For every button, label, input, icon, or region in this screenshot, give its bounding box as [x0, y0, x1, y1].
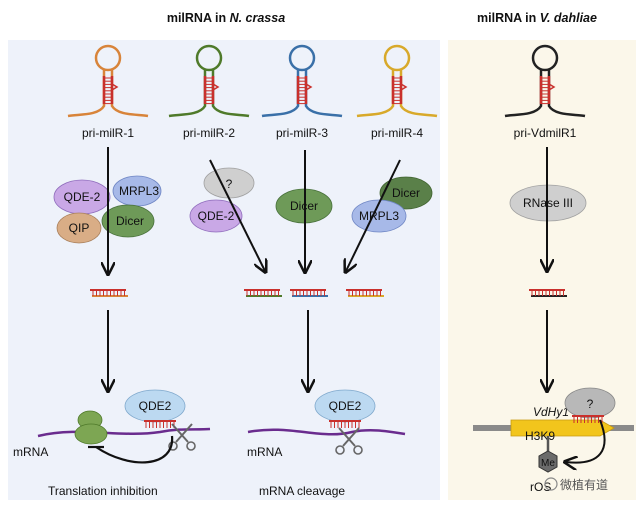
scissor-handle	[353, 445, 363, 455]
dicer-protein	[101, 204, 155, 238]
mrpl3-label: MRPL3	[359, 209, 399, 223]
mrna-label: mRNA	[247, 445, 282, 459]
scissors-icon	[335, 427, 363, 455]
scissor-handle	[335, 445, 345, 455]
qip-label: QIP	[69, 221, 90, 235]
guide-rna	[572, 415, 604, 423]
guide-rna	[144, 420, 176, 428]
mrna-strand	[247, 428, 406, 436]
pri-milr-3-hairpin	[261, 44, 343, 118]
qde-2-label: QDE-2	[198, 209, 235, 223]
hairpin-loop	[288, 44, 316, 72]
qde2-label: QDE2	[139, 399, 172, 413]
hairpin-left-arm	[356, 70, 395, 118]
vdhy1-label: VdHy1	[533, 405, 569, 419]
bulge	[111, 83, 119, 91]
ribosome-large-subunit	[74, 423, 108, 445]
hairpin-loop	[383, 44, 411, 72]
hairpin-loop	[531, 44, 559, 72]
arrow-pri-milr-2-processing	[209, 159, 265, 271]
dicer-label: Dicer	[116, 214, 144, 228]
hairpin-left-arm	[261, 70, 300, 118]
inhibition-arrow	[95, 435, 174, 464]
hairpin-right-arm	[399, 70, 438, 118]
mrna-label: mRNA	[13, 445, 48, 459]
pri-milr-1-hairpin	[67, 44, 149, 118]
qip-protein	[56, 212, 102, 244]
bulge	[400, 83, 408, 91]
hairpin-left-arm	[67, 70, 106, 118]
mrpl3-label: MRPL3	[119, 184, 159, 198]
processing-arrows	[108, 147, 547, 390]
scissor-blade	[342, 427, 360, 447]
watermark-text: 微植有道	[560, 477, 608, 492]
vdmilr1-duplex	[529, 289, 567, 297]
pri-vdmilr1-label: pri-VdmilR1	[514, 126, 577, 140]
bulge	[212, 83, 220, 91]
hairpin-right-arm	[547, 70, 586, 118]
unknown-protein	[564, 387, 616, 419]
mrpl3-protein	[351, 199, 407, 233]
pri-milr-2-label: pri-milR-2	[183, 126, 235, 140]
milr-1-duplex	[90, 289, 128, 297]
qde-2-label: QDE-2	[64, 190, 101, 204]
pri-vdmilr1-hairpin	[504, 44, 586, 118]
hairpin-right-arm	[304, 70, 343, 118]
bulge	[305, 83, 313, 91]
unknown-protein-label: ?	[226, 177, 233, 191]
hairpin-loop	[94, 44, 122, 72]
methyl-mark	[538, 450, 558, 473]
mrna-strand	[37, 427, 211, 438]
wechat-icon	[544, 477, 558, 491]
milr-3-duplex	[290, 289, 328, 297]
pri-milr-1-label: pri-milR-1	[82, 126, 134, 140]
v-dahliae-title: milRNA in V. dahliae	[477, 11, 597, 25]
unknown-protein-label: ?	[587, 397, 594, 411]
qde-2-protein	[189, 199, 243, 233]
hairpin-left-arm	[504, 70, 543, 118]
milr-2-duplex	[244, 289, 282, 297]
bulge	[548, 83, 556, 91]
pri-milr-2-hairpin	[168, 44, 250, 118]
qde2-label: QDE2	[329, 399, 362, 413]
methylation-arrow	[566, 419, 606, 463]
hairpin-left-arm	[168, 70, 207, 118]
guide-rna	[329, 420, 361, 428]
pri-milr-3-label: pri-milR-3	[276, 126, 328, 140]
hairpin-right-arm	[211, 70, 250, 118]
scissor-blade	[171, 423, 189, 443]
me-label: Me	[541, 458, 555, 469]
dicer-protein	[379, 176, 433, 210]
pri-milr-4-label: pri-milR-4	[371, 126, 423, 140]
scissor-blade	[338, 427, 356, 447]
n-crassa-title: milRNA in N. crassa	[167, 11, 285, 25]
milr-4-duplex	[346, 289, 384, 297]
scissor-blade	[175, 423, 193, 443]
hairpin-right-arm	[110, 70, 149, 118]
dicer-label: Dicer	[392, 186, 420, 200]
translation-inhibition-label: Translation inhibition	[48, 484, 158, 498]
ros-label: rOS	[530, 480, 551, 494]
watermark: 微植有道	[544, 477, 608, 492]
mrna-cleavage-label: mRNA cleavage	[259, 484, 345, 498]
scissors-icon	[168, 423, 196, 451]
h3k9-label: H3K9	[525, 429, 555, 443]
pri-milr-4-hairpin	[356, 44, 438, 118]
hairpin-loop	[195, 44, 223, 72]
scissor-handle	[186, 441, 196, 451]
arrow-pri-milr-4-processing	[346, 159, 401, 271]
vdhy1-gene	[510, 419, 615, 437]
